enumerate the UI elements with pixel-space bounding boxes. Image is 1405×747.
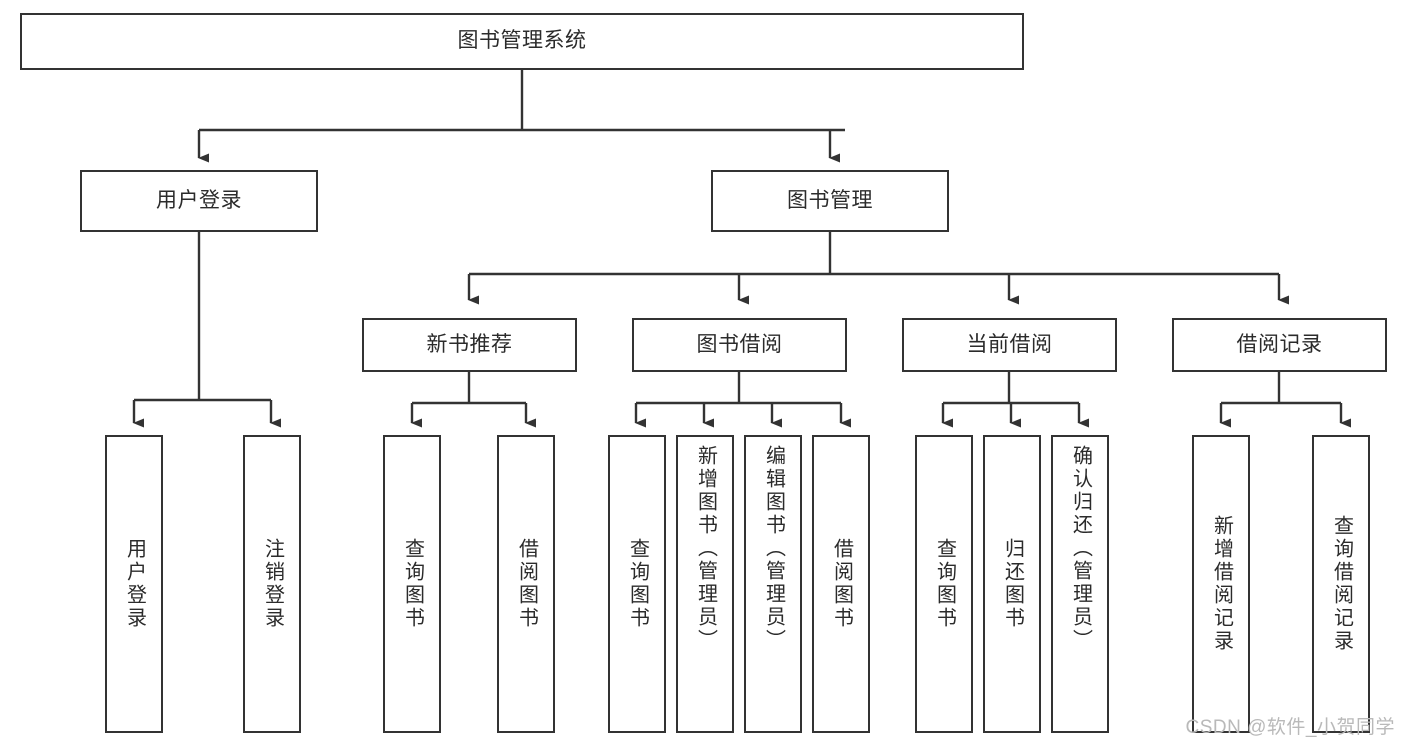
node-label: 图书管理系统 [457, 29, 587, 53]
node-label: 查询图书 [626, 538, 649, 630]
node-label: 查询图书 [933, 538, 956, 630]
node-label: 注销登录 [261, 538, 284, 630]
node-label: 新增图书（管理员） [694, 445, 717, 652]
leaf-current-query-book[interactable]: 查询图书 [915, 435, 973, 733]
node-label: 用户登录 [156, 188, 242, 212]
leaf-borrow-add-book-admin[interactable]: 新增图书（管理员） [676, 435, 734, 733]
leaf-new-book-borrow[interactable]: 借阅图书 [497, 435, 555, 733]
node-borrow-record[interactable]: 借阅记录 [1172, 318, 1387, 372]
node-book-borrow[interactable]: 图书借阅 [632, 318, 847, 372]
node-label: 新书推荐 [426, 332, 513, 356]
leaf-new-book-query[interactable]: 查询图书 [383, 435, 441, 733]
node-label: 用户登录 [123, 538, 146, 630]
node-label: 新增借阅记录 [1210, 515, 1233, 653]
node-label: 借阅图书 [830, 538, 853, 630]
leaf-borrow-query-book[interactable]: 查询图书 [608, 435, 666, 733]
node-label: 借阅图书 [515, 538, 538, 630]
leaf-current-confirm-return-admin[interactable]: 确认归还（管理员） [1051, 435, 1109, 733]
node-label: 查询图书 [401, 538, 424, 630]
node-label: 图书管理 [787, 188, 873, 212]
node-label: 借阅记录 [1236, 332, 1323, 356]
leaf-borrow-edit-book-admin[interactable]: 编辑图书（管理员） [744, 435, 802, 733]
node-label: 当前借阅 [966, 332, 1053, 356]
node-current-borrow[interactable]: 当前借阅 [902, 318, 1117, 372]
node-label: 确认归还（管理员） [1069, 445, 1092, 652]
node-root-system[interactable]: 图书管理系统 [20, 13, 1024, 70]
leaf-record-query-record[interactable]: 查询借阅记录 [1312, 435, 1370, 733]
leaf-user-login-logout[interactable]: 注销登录 [243, 435, 301, 733]
watermark: CSDN @软件_小贺同学 [1185, 717, 1395, 738]
node-user-login[interactable]: 用户登录 [80, 170, 318, 232]
node-label: 图书借阅 [696, 332, 783, 356]
leaf-current-return-book[interactable]: 归还图书 [983, 435, 1041, 733]
node-label: 查询借阅记录 [1330, 515, 1353, 653]
leaf-record-add-record[interactable]: 新增借阅记录 [1192, 435, 1250, 733]
leaf-borrow-borrow-book[interactable]: 借阅图书 [812, 435, 870, 733]
leaf-user-login-login[interactable]: 用户登录 [105, 435, 163, 733]
node-book-management[interactable]: 图书管理 [711, 170, 949, 232]
node-new-book-recommend[interactable]: 新书推荐 [362, 318, 577, 372]
node-label: 编辑图书（管理员） [762, 445, 785, 652]
node-label: 归还图书 [1001, 538, 1024, 630]
